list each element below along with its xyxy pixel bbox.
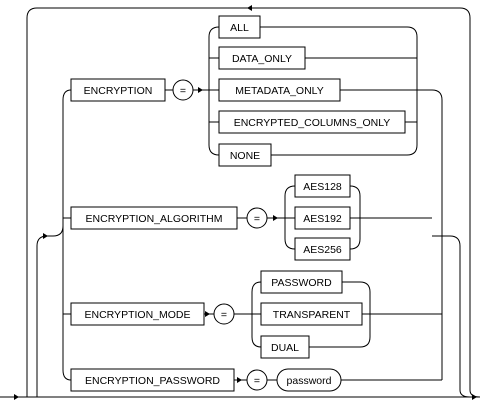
option-metadata-only (218, 78, 341, 102)
option-encrypted-columns-only-label: ENCRYPTED_COLUMNS_ONLY (234, 117, 391, 129)
outer-repeat-loop (26, 5, 481, 398)
option-transparent (260, 302, 363, 326)
option-aes256-label: AES256 (303, 244, 342, 256)
password-variable-label: password (287, 375, 332, 387)
option-dual-label: DUAL (271, 342, 299, 354)
encryption-mode-row: ENCRYPTION_MODE = PASSWORD TRANSPARENT D… (70, 270, 442, 359)
equals-operator-4-label: = (254, 375, 260, 387)
option-aes192-label: AES192 (303, 213, 342, 225)
equals-operator-2-label: = (254, 213, 260, 225)
option-all (218, 15, 261, 39)
option-aes192 (294, 206, 351, 230)
option-encrypted-columns-only (218, 110, 406, 134)
option-aes128-label: AES128 (303, 181, 342, 193)
equals-operator-1-label: = (180, 85, 186, 97)
keyword-encryption-mode-label: ENCRYPTION_MODE (85, 309, 191, 321)
option-all-label: ALL (230, 22, 249, 34)
option-dual (260, 335, 310, 359)
option-aes128 (294, 174, 351, 198)
encryption-algorithm-row: ENCRYPTION_ALGORITHM = AES128 AES192 AES… (70, 174, 432, 261)
option-data-only-label: DATA_ONLY (232, 53, 292, 65)
option-metadata-only-label: METADATA_ONLY (235, 85, 324, 97)
option-none-label: NONE (230, 150, 260, 162)
option-data-only (218, 46, 306, 70)
option-password (260, 270, 343, 294)
option-none (218, 143, 272, 167)
keyword-encryption-algorithm-label: ENCRYPTION_ALGORITHM (86, 213, 223, 225)
option-aes256 (294, 237, 351, 261)
encryption-password-row: ENCRYPTION_PASSWORD = password (70, 368, 442, 392)
main-line (0, 394, 480, 400)
keyword-encryption-password-label: ENCRYPTION_PASSWORD (85, 375, 220, 387)
encryption-row: ENCRYPTION = ALL DATA_ONLY METADATA_ONLY… (70, 15, 432, 167)
option-password-label: PASSWORD (271, 277, 332, 289)
equals-operator-3-label: = (221, 309, 227, 321)
keyword-encryption-label: ENCRYPTION (84, 85, 153, 97)
choice-rails (36, 89, 471, 398)
option-transparent-label: TRANSPARENT (273, 309, 351, 321)
